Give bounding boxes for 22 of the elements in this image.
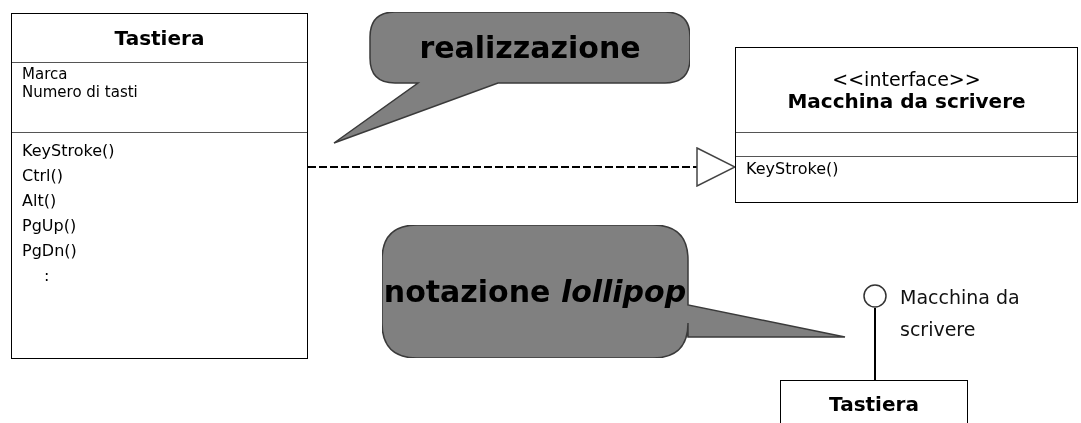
interface-label: Macchina da scrivere <box>900 285 1021 342</box>
method-text: KeyStroke() <box>746 159 839 178</box>
class-name: Tastiera <box>114 26 205 50</box>
class-box <box>780 380 968 423</box>
interface-name: Macchina da scrivere <box>787 89 1026 113</box>
stereotype-text: <<interface>> <box>832 67 981 90</box>
interface-circle <box>863 284 887 308</box>
ellipsis-text: : <box>44 266 50 285</box>
connector-line <box>874 307 876 381</box>
attribute-text: Numero di tasti <box>22 83 138 101</box>
method-text: Alt() <box>22 191 57 210</box>
class-box <box>11 13 308 359</box>
callout-text: realizzazione <box>419 30 641 65</box>
attribute-text: Marca <box>22 65 68 83</box>
method-text: KeyStroke() <box>22 141 115 160</box>
realization-arrow <box>307 147 736 187</box>
class-box <box>735 47 1078 203</box>
method-text: PgUp() <box>22 216 77 235</box>
class-name: Tastiera <box>829 392 919 416</box>
method-text: Ctrl() <box>22 166 63 185</box>
callout-text: notazione lollipop <box>383 274 687 309</box>
method-text: PgDn() <box>22 241 77 260</box>
